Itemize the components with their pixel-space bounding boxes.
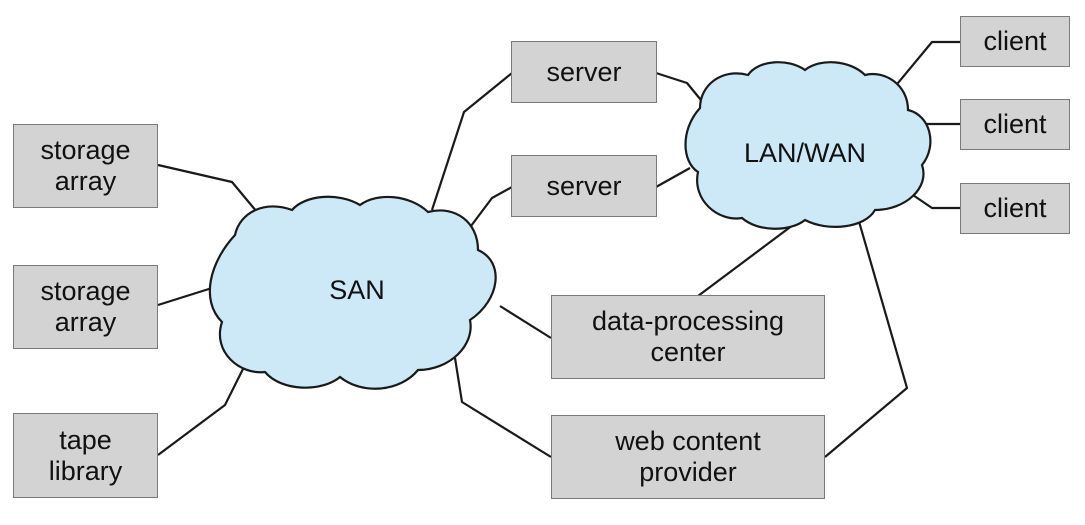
data-processing-center-box: data-processing center <box>551 295 825 379</box>
server-box-2: server <box>511 155 657 217</box>
tape-library-box: tape library <box>13 413 158 498</box>
server-box-1: server <box>511 41 657 103</box>
link-tape-library-san <box>157 354 251 456</box>
client-box-3: client <box>960 183 1070 234</box>
lanwan-cloud <box>684 61 932 230</box>
client-box-2: client <box>960 99 1070 150</box>
link-storage-array-2-san <box>157 286 213 307</box>
link-server-2-lanwan <box>655 167 691 188</box>
link-storage-array-1-san <box>157 163 263 219</box>
link-lanwan-client-1 <box>887 40 960 96</box>
link-lanwan-client-3 <box>909 192 960 210</box>
link-san-data-processing <box>499 305 552 339</box>
client-box-1: client <box>960 16 1070 67</box>
link-san-web-content <box>453 357 552 458</box>
link-lanwan-data-processing <box>697 221 798 297</box>
link-san-server-1 <box>430 72 513 211</box>
storage-array-box-1: storage array <box>13 124 158 208</box>
storage-array-box-2: storage array <box>13 265 158 349</box>
link-san-server-2 <box>461 186 513 239</box>
lanwan-label: LAN/WAN <box>743 137 866 168</box>
web-content-provider-box: web content provider <box>551 415 825 499</box>
san-label: SAN <box>329 274 385 305</box>
san-cloud <box>208 195 497 390</box>
link-lanwan-web-content <box>824 217 909 458</box>
link-server-1-lanwan <box>655 71 706 106</box>
